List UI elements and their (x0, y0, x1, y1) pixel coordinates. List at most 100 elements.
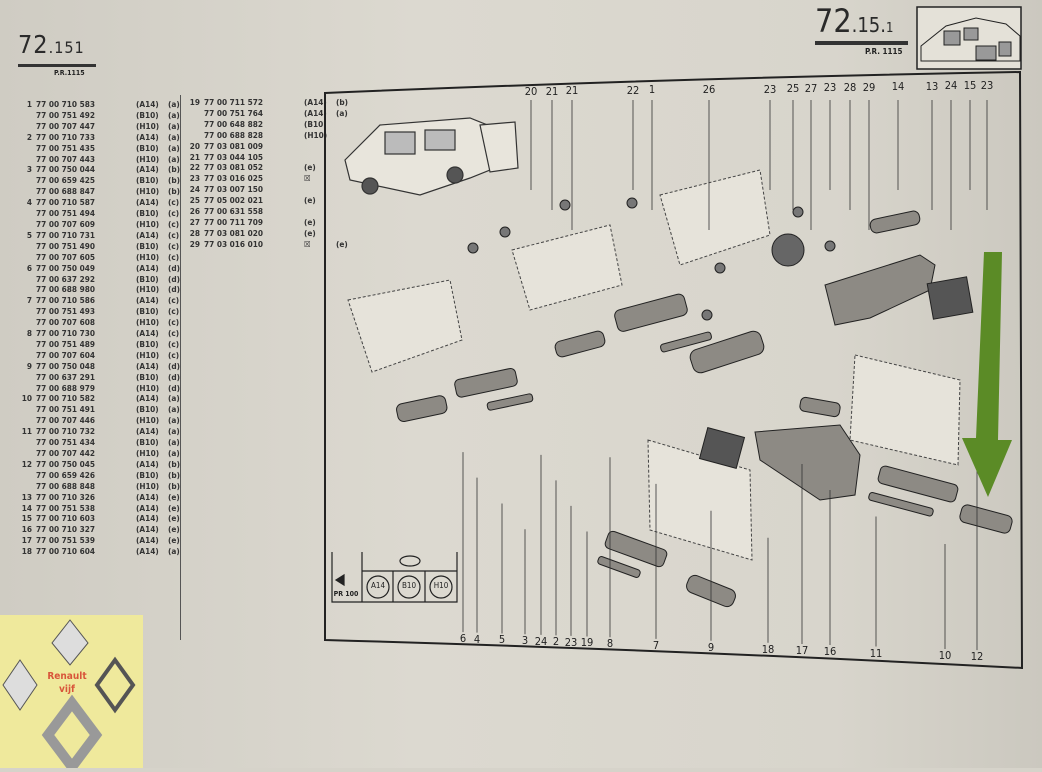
part-version: (e) (304, 162, 316, 173)
part-ref: 6 (26, 262, 32, 273)
part-note: (d) (168, 273, 181, 284)
part-ref: 26 (189, 206, 200, 217)
callout-bottom: 5 (498, 633, 506, 647)
part-number: 77 00 711 709 (204, 216, 263, 227)
part-note: (e) (168, 535, 180, 546)
parts-row: 77 00 688 828(H10) (186, 130, 348, 141)
part-version: (A14) (136, 513, 159, 524)
parts-row: 77 00 707 447(H10)(a) (18, 121, 180, 132)
part-number: 77 00 659 425 (36, 175, 95, 186)
callout-bottom: 18 (761, 642, 775, 656)
callout-bottom: 2 (552, 635, 560, 649)
part-number: 77 00 707 446 (36, 415, 95, 426)
part-note: (a) (168, 404, 180, 415)
part-number: 77 00 751 493 (36, 306, 95, 317)
part-version: (B10) (136, 109, 159, 120)
parts-row: 77 00 688 847(H10)(b) (18, 186, 180, 197)
part-number: 77 00 707 608 (36, 317, 95, 328)
parts-row: 77 00 707 443(H10)(a) (18, 154, 180, 165)
callout-top: 13 (925, 79, 939, 93)
part-version: (A14) (136, 295, 159, 306)
part-note: (a) (168, 153, 180, 164)
callout-top: 23 (823, 81, 837, 95)
callout-bottom: 10 (938, 648, 952, 662)
part-version: (H10) (136, 317, 160, 328)
part-note: (a) (168, 426, 180, 437)
part-number: 77 03 016 010 (204, 238, 263, 249)
part-number: 77 00 648 882 (204, 118, 263, 129)
part-number: 77 00 710 582 (36, 393, 95, 404)
callout-bottom: 19 (580, 636, 594, 650)
callout-top: 25 (786, 82, 800, 96)
part-number: 77 03 044 105 (204, 151, 263, 162)
parts-row: 77 00 751 435(B10)(a) (18, 143, 180, 154)
renault-vijf-watermark (0, 615, 143, 772)
callout-bottom: 11 (869, 646, 883, 660)
part-version: (A14) (136, 546, 159, 557)
version-legend (331, 552, 458, 603)
part-note: (d) (168, 360, 181, 371)
part-number: 77 00 751 492 (36, 109, 95, 120)
watermark-line1: Renault (47, 671, 87, 682)
part-note: (e) (168, 524, 180, 535)
part-version: ☒ (304, 173, 311, 184)
part-ref: 27 (189, 216, 200, 227)
part-number: 77 00 751 539 (36, 535, 95, 546)
part-version: (B10) (136, 175, 159, 186)
part-ref: 16 (21, 524, 32, 535)
part-ref: 5 (26, 229, 32, 240)
part-note: (c) (168, 197, 180, 208)
callout-bottom: 8 (606, 637, 614, 651)
part-version: (B10) (136, 371, 159, 382)
part-number: 77 00 710 733 (36, 131, 95, 142)
renault-logos-icon (2, 619, 136, 772)
part-ref: 20 (189, 140, 200, 151)
part-version: ☒ (304, 238, 311, 249)
part-number: 77 00 688 848 (36, 480, 95, 491)
part-note: (c) (168, 251, 180, 262)
part-number: 77 00 751 764 (204, 107, 263, 118)
parts-row: 77 00 659 425(B10)(b) (18, 175, 180, 186)
part-ref: 21 (189, 151, 200, 162)
section: 72 (815, 2, 852, 40)
watermark-line2: vijf (59, 684, 75, 695)
part-version: (H10) (304, 129, 328, 140)
part-version: (A14) (136, 393, 159, 404)
part-version: (B10) (304, 118, 327, 129)
parts-row: 77 00 707 608(H10)(c) (18, 317, 180, 328)
part-ref: 29 (189, 238, 200, 249)
part-version: (H10) (136, 415, 160, 426)
part-number: 77 00 688 979 (36, 382, 95, 393)
part-note: (b) (336, 97, 349, 107)
subsection-index: 1 (885, 21, 894, 36)
part-version: (A14) (136, 535, 159, 546)
watermark-text: Renault vijf (44, 670, 90, 696)
parts-row: 77 00 751 491(B10)(a) (18, 404, 180, 415)
callout-top: 23 (763, 82, 777, 96)
legend-version-h10: H10 (433, 581, 449, 590)
parts-row: 77 00 688 980(H10)(d) (18, 284, 180, 295)
part-number: 77 00 710 326 (36, 491, 95, 502)
part-number: 77 00 751 435 (36, 142, 95, 153)
part-ref: 25 (189, 195, 200, 206)
part-number: 77 00 710 327 (36, 524, 95, 535)
parts-row: 77 00 707 442(H10)(a) (18, 448, 180, 459)
part-note: (a) (168, 131, 180, 142)
car-thumbnail-icon (916, 6, 1022, 70)
part-number: 77 00 707 609 (36, 218, 95, 229)
part-note: (d) (168, 382, 181, 393)
